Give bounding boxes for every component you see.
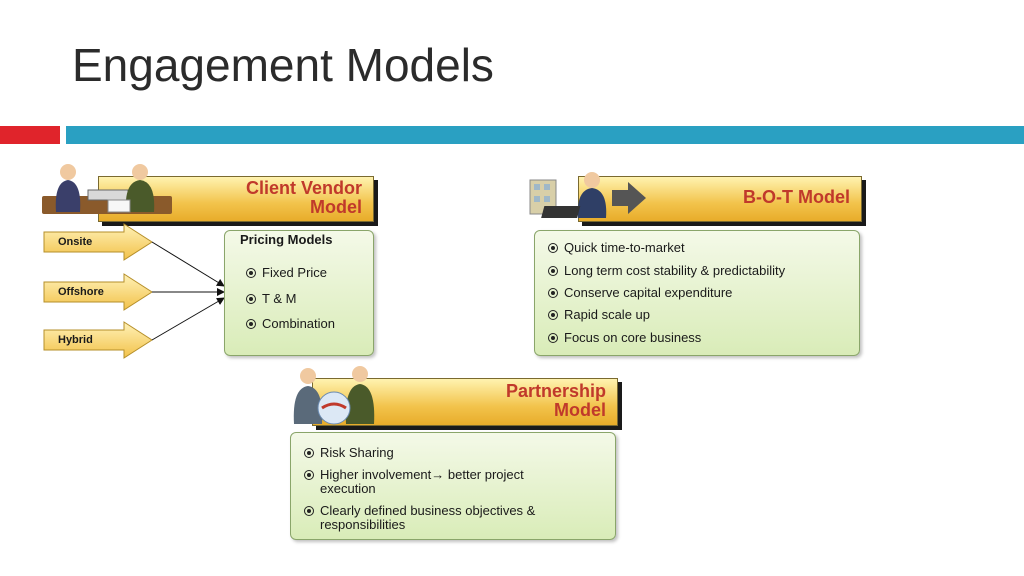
pricing-models-title: Pricing Models xyxy=(240,232,333,247)
bot-illustration xyxy=(529,172,646,218)
bullet-icon xyxy=(548,309,558,320)
accent-bar-red xyxy=(0,126,60,144)
partnership-title-line2: Model xyxy=(554,399,606,420)
bullet-icon xyxy=(548,287,558,298)
pricing-models-box xyxy=(224,230,374,356)
location-offshore: Offshore xyxy=(58,286,104,298)
bullet-icon xyxy=(246,293,256,304)
partnership-benefits-box xyxy=(290,432,616,540)
bot-item: Quick time-to-market xyxy=(548,240,685,255)
bullet-icon xyxy=(548,265,558,276)
pricing-item: Combination xyxy=(246,316,335,331)
bullet-icon xyxy=(246,318,256,329)
client-vendor-title-line1: Client Vendor xyxy=(245,178,362,198)
bot-item: Long term cost stability & predictabilit… xyxy=(548,263,785,278)
onsite-arrow xyxy=(43,223,153,261)
accent-bar-blue xyxy=(66,126,1024,144)
pricing-item: T & M xyxy=(246,291,296,306)
bullet-icon xyxy=(246,267,256,278)
bullet-icon xyxy=(548,332,558,343)
bot-item: Focus on core business xyxy=(548,330,701,345)
bot-item: Conserve capital expenditure xyxy=(548,285,732,300)
bullet-icon xyxy=(548,242,558,253)
location-arrows xyxy=(43,223,225,359)
pricing-item: Fixed Price xyxy=(246,265,327,280)
client-vendor-illustration xyxy=(42,164,172,214)
bot-item: Rapid scale up xyxy=(548,307,650,322)
location-hybrid: Hybrid xyxy=(58,334,93,346)
partnership-title: Partnership Model xyxy=(430,382,606,420)
partnership-illustration xyxy=(293,366,375,425)
offshore-arrow xyxy=(43,273,153,311)
bot-benefits-box xyxy=(534,230,860,356)
bot-title: B-O-T Model xyxy=(743,187,850,207)
partnership-title-line1: Partnership xyxy=(505,381,606,401)
client-vendor-title: Client Vendor Model xyxy=(190,179,362,217)
bullet-icon xyxy=(304,447,314,458)
partnership-item: Clearly defined business objectives &res… xyxy=(304,504,535,532)
bullet-icon xyxy=(304,505,314,516)
bullet-icon xyxy=(304,469,314,480)
slide-title: Engagement Models xyxy=(72,39,494,91)
partnership-item: Risk Sharing xyxy=(304,445,394,460)
hybrid-arrow xyxy=(43,321,153,359)
location-onsite: Onsite xyxy=(58,236,93,248)
client-vendor-title-line2: Model xyxy=(310,196,362,217)
